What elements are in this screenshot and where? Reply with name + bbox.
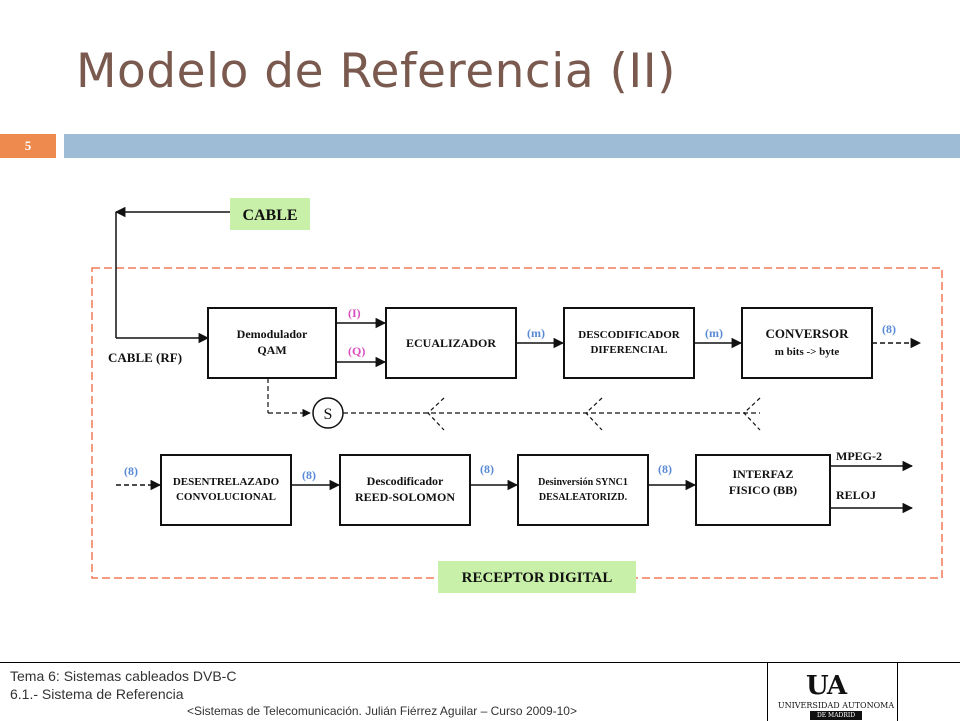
block-desentrelazado-label-2: CONVOLUCIONAL — [176, 491, 276, 503]
block-reed-solomon-label-2: REED-SOLOMON — [355, 490, 455, 504]
label-q: (Q) — [348, 344, 365, 358]
sync-tap-1 — [427, 397, 445, 431]
block-descod-dif-label-1: DESCODIFICADOR — [578, 329, 681, 341]
sync-tap-2 — [585, 397, 603, 431]
block-ecualizador — [385, 307, 517, 379]
slide-footer: Tema 6: Sistemas cableados DVB-C 6.1.- S… — [0, 662, 960, 721]
footer-credit: <Sistemas de Telecomunicación. Julián Fi… — [187, 704, 577, 718]
block-demodulador-qam — [207, 307, 337, 379]
block-demodulador-label-2: QAM — [257, 343, 286, 357]
label-8-c: (8) — [658, 462, 672, 476]
sync-symbol: S — [324, 406, 333, 423]
label-8-a: (8) — [302, 468, 316, 482]
block-interfaz-label-1: INTERFAZ — [732, 467, 793, 481]
footer-topic: Tema 6: Sistemas cableados DVB-C — [10, 668, 237, 684]
logo-line2: DE MADRID — [810, 711, 862, 720]
cable-label-box — [230, 198, 310, 230]
logo-line1: UNIVERSIDAD AUTONOMA — [777, 701, 895, 710]
slide-title: Modelo de Referencia (II) — [76, 44, 676, 99]
block-interfaz-label-2: FISICO (BB) — [729, 483, 797, 497]
label-m-1: (m) — [527, 326, 545, 340]
receptor-label-box — [438, 561, 636, 593]
label-m-2: (m) — [705, 326, 723, 340]
university-logo: UA UNIVERSIDAD AUTONOMA DE MADRID — [776, 671, 896, 720]
block-descodificador-diferencial — [563, 307, 695, 379]
cable-label: CABLE — [242, 207, 297, 224]
block-desentrelazado-label-1: DESENTRELAZADO — [173, 476, 280, 488]
label-i: (I) — [348, 306, 361, 320]
receptor-label: RECEPTOR DIGITAL — [462, 570, 613, 586]
block-desinversion-label-2: DESALEATORIZD. — [539, 492, 628, 503]
reloj-label: RELOJ — [836, 488, 876, 502]
block-reed-solomon-label-1: Descodificador — [367, 474, 444, 488]
mpeg-label: MPEG-2 — [836, 449, 882, 463]
block-reed-solomon — [339, 454, 471, 526]
footer-section: 6.1.- Sistema de Referencia — [10, 686, 184, 702]
footer-text: Tema 6: Sistemas cableados DVB-C 6.1.- S… — [10, 667, 236, 703]
footer-divider-left — [767, 663, 768, 721]
label-8-b: (8) — [480, 462, 494, 476]
block-conversor-label-1: CONVERSOR — [765, 326, 849, 341]
block-conversor — [741, 307, 873, 379]
logo-letters: UA — [806, 671, 847, 701]
block-interfaz — [695, 454, 831, 526]
sync-tap-3 — [743, 397, 761, 431]
cable-rf-label: CABLE (RF) — [108, 350, 182, 365]
block-demodulador-label-1: Demodulador — [237, 327, 308, 341]
block-ecualizador-label: ECUALIZADOR — [406, 336, 496, 350]
block-desentrelazado — [160, 454, 292, 526]
footer-divider-right — [897, 663, 898, 721]
slide-number: 5 — [0, 134, 56, 158]
label-8-in-row2: (8) — [124, 464, 138, 478]
block-descod-dif-label-2: DIFERENCIAL — [590, 344, 667, 356]
title-accent-bar — [64, 134, 960, 158]
label-8-out-row1: (8) — [882, 322, 896, 336]
block-conversor-label-2: m bits -> byte — [775, 346, 840, 358]
block-desinversion — [517, 454, 649, 526]
block-desinversion-label-1: Desinversión SYNC1 — [538, 477, 628, 488]
